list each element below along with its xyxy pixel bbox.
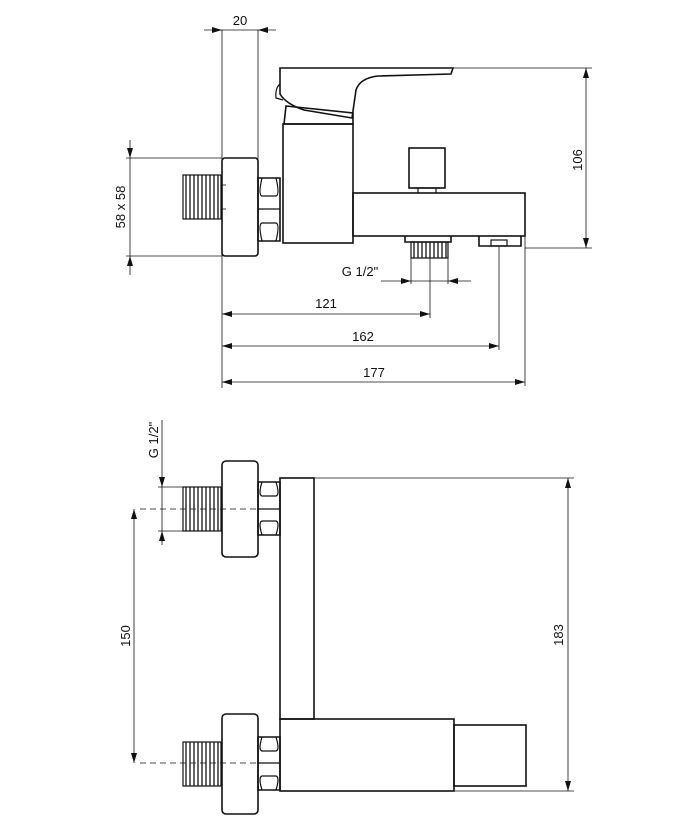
dim-overall-width: 183 bbox=[551, 624, 566, 646]
dim-inlet-spacing: 150 bbox=[118, 625, 133, 647]
top-view: G 1/2" 150 183 bbox=[118, 420, 574, 815]
dim-thread: G 1/2" bbox=[342, 264, 379, 279]
dim-wall-thickness: 20 bbox=[233, 13, 247, 28]
dim-flange-size: 58 x 58 bbox=[113, 186, 128, 229]
dim-height: 106 bbox=[570, 149, 585, 171]
side-view: 20 106 bbox=[113, 13, 592, 388]
dim-total-length: 177 bbox=[363, 365, 385, 380]
dim-outlet-distance: 121 bbox=[315, 296, 337, 311]
dim-spout-outlet: 162 bbox=[352, 329, 374, 344]
dim-top-thread: G 1/2" bbox=[146, 421, 161, 458]
